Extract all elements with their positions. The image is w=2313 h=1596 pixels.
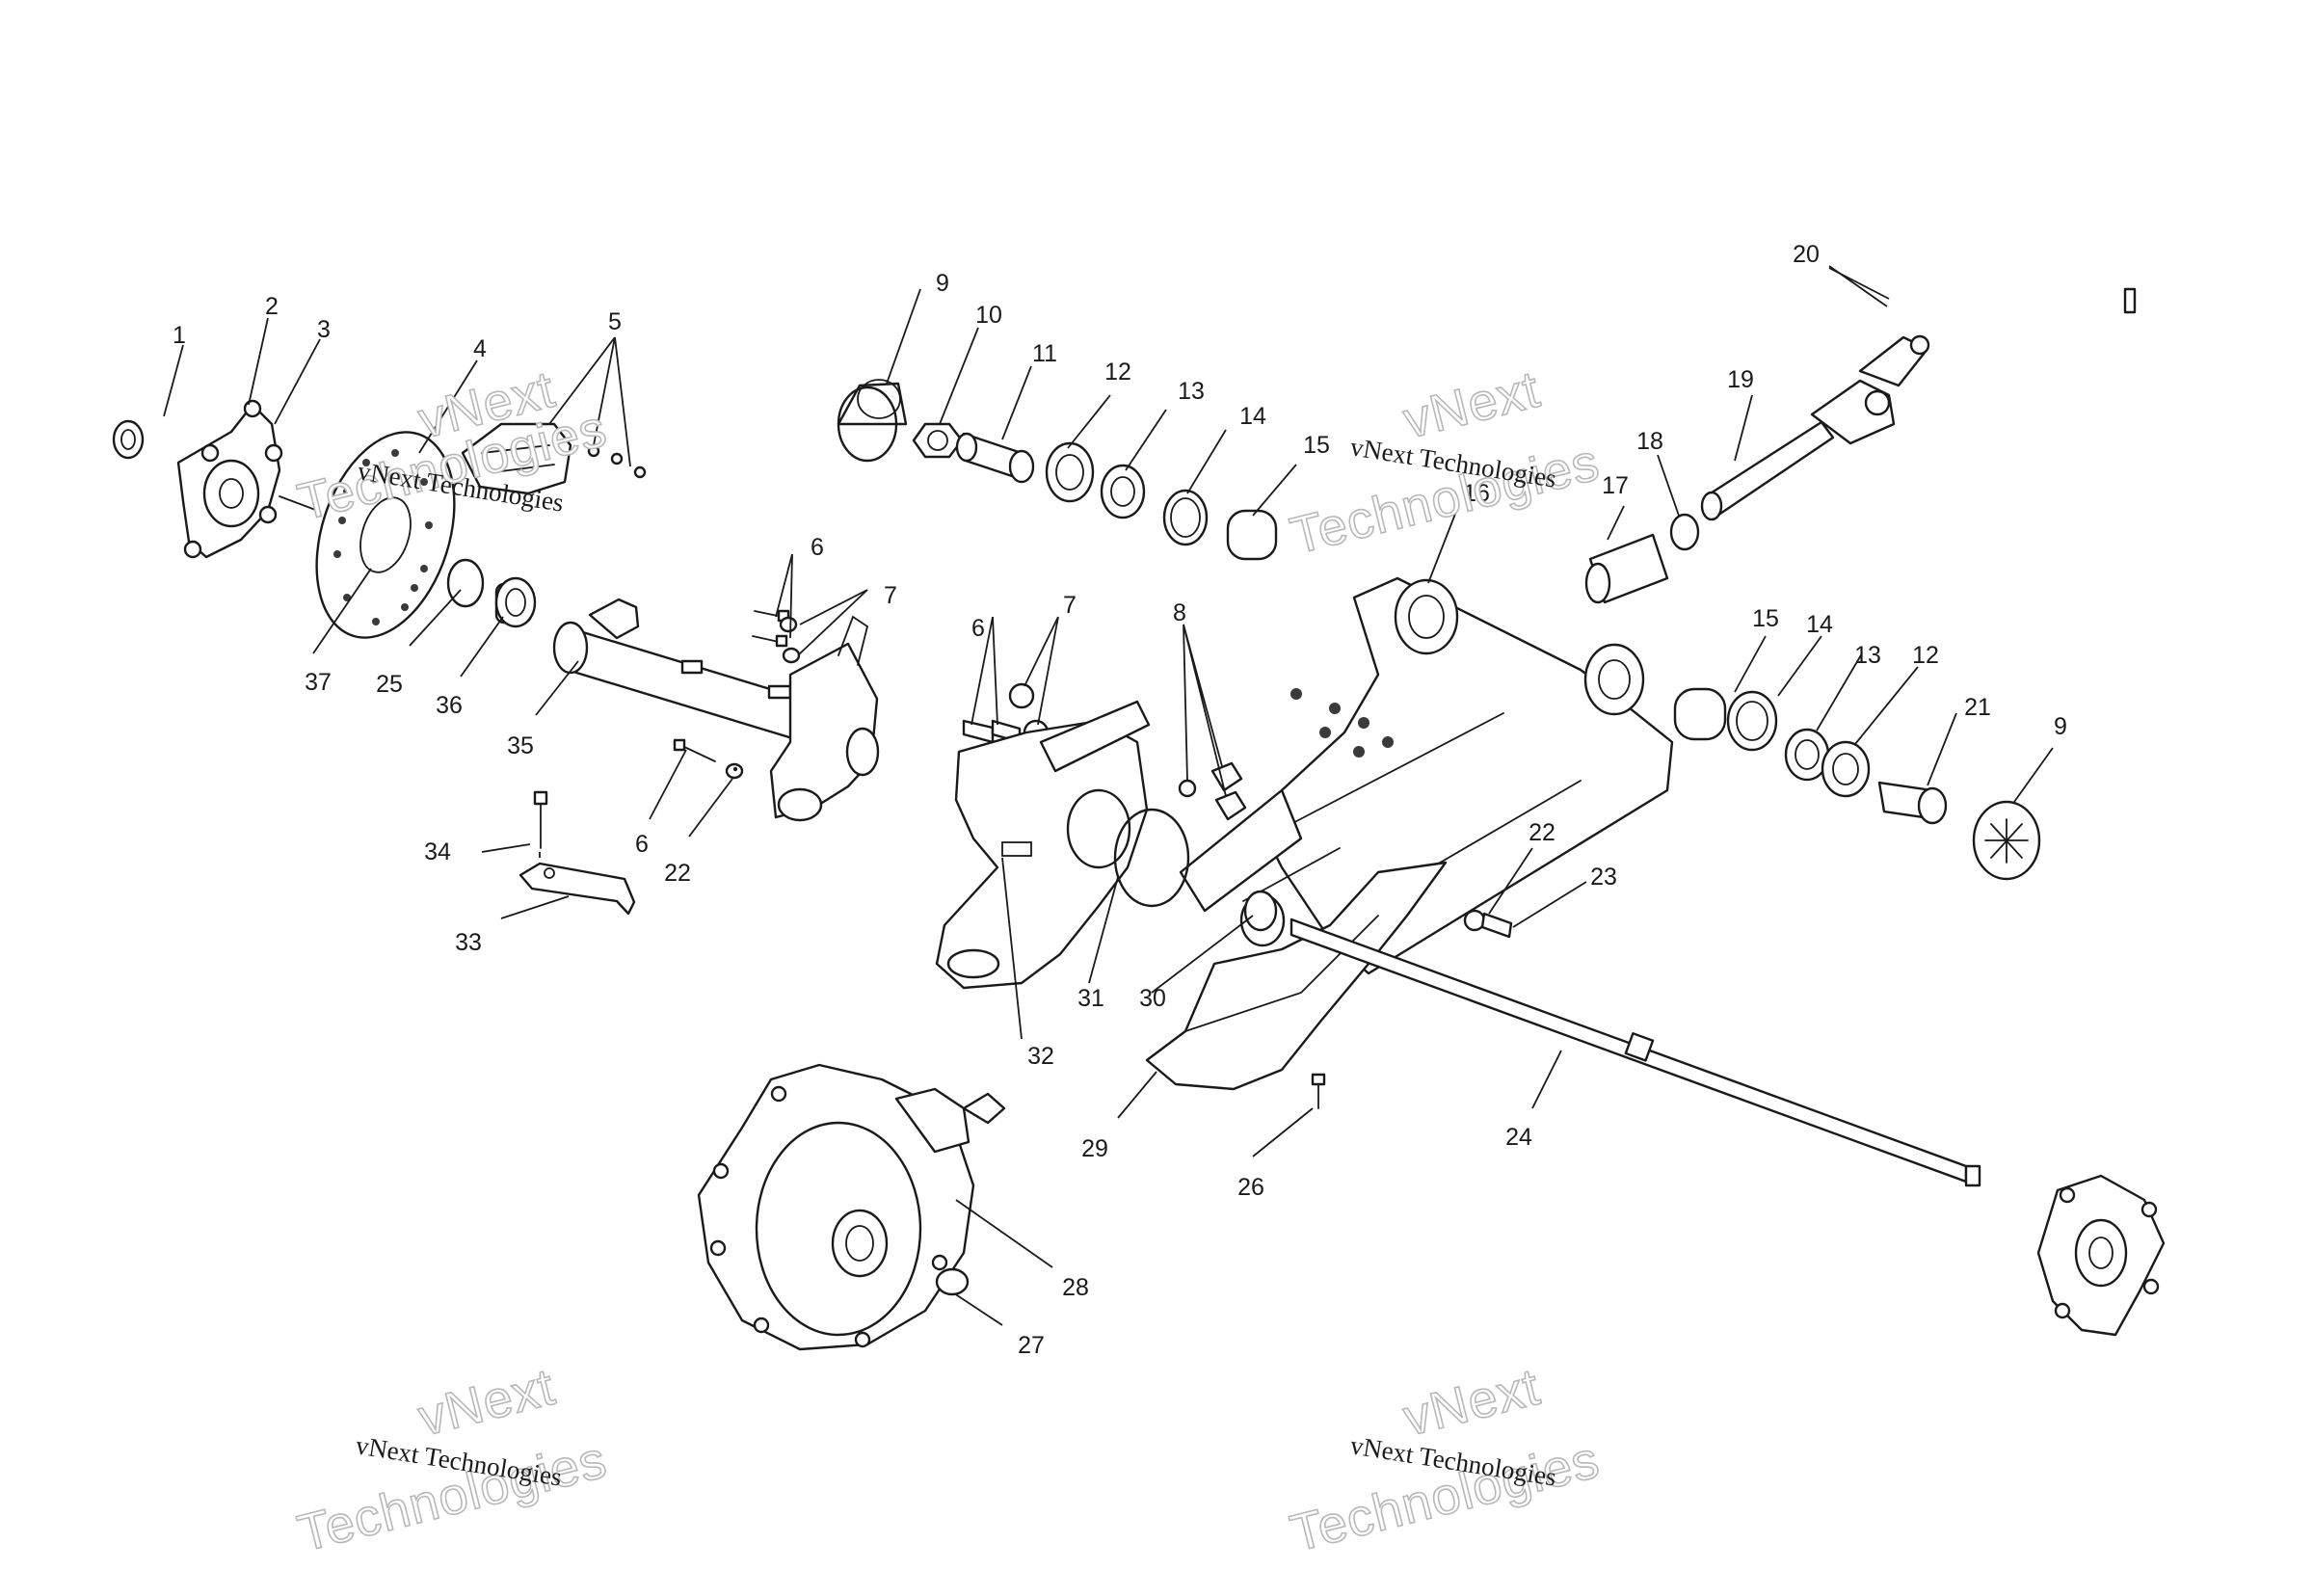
part-27-o-ring — [935, 1267, 970, 1296]
part-2-hub — [176, 399, 319, 559]
callout-33: 33 — [455, 929, 482, 956]
callout-19: 19 — [1727, 366, 1754, 393]
callout-10: 10 — [975, 302, 1002, 329]
callout-26: 26 — [1237, 1174, 1264, 1201]
part-11-spacer — [955, 432, 1035, 484]
part-hub-right — [2036, 1174, 2166, 1337]
callout-27: 27 — [1018, 1332, 1045, 1359]
part-13-bearing-upper — [1100, 464, 1146, 519]
part-16-swing-arm — [1179, 576, 1674, 975]
callout-13-a: 13 — [1178, 378, 1205, 405]
leader-lines — [163, 265, 2054, 1326]
watermark-bottom-left: vNext Technologies vNext Technologies — [292, 1357, 614, 1563]
callout-31: 31 — [1077, 985, 1104, 1012]
part-28-gear-case — [697, 1063, 1006, 1351]
callout-36: 36 — [436, 692, 463, 719]
part-14-ring-upper — [1162, 489, 1209, 546]
part-25-ring — [446, 558, 485, 608]
callout-7-a: 7 — [884, 582, 897, 609]
callout-15-a: 15 — [1303, 432, 1330, 459]
callout-1: 1 — [173, 322, 186, 349]
callout-15-b: 15 — [1752, 605, 1779, 632]
part-12-seal-lower — [1821, 740, 1871, 798]
callout-30: 30 — [1139, 985, 1166, 1012]
part-22-washer-left — [732, 766, 738, 772]
part-5-caliper — [461, 422, 647, 495]
part-30-seal — [1243, 890, 1278, 932]
part-33-bracket — [518, 862, 636, 916]
part-31-gasket — [1113, 808, 1190, 908]
callout-23: 23 — [1590, 864, 1617, 891]
part-24-axle-shaft — [1289, 918, 1981, 1187]
callout-6-a: 6 — [811, 534, 824, 561]
callout-14-b: 14 — [1806, 611, 1833, 638]
part-34-bolt — [533, 790, 548, 849]
part-19-drive-shaft — [1700, 334, 1930, 521]
callout-2: 2 — [265, 293, 279, 320]
callout-37: 37 — [305, 669, 332, 696]
part-23-bolt-right — [1480, 912, 1513, 939]
svg-text:vNext: vNext — [412, 1358, 560, 1448]
callout-labels: 1 2 3 4 5 6 7 6 22 6 7 8 9 10 11 12 13 1… — [173, 241, 2067, 1359]
part-18-o-ring — [1669, 513, 1700, 551]
callout-32: 32 — [1027, 1043, 1054, 1070]
part-17-sleeve — [1584, 533, 1669, 604]
part-32-carrier — [935, 700, 1151, 990]
callout-6-b: 6 — [635, 831, 649, 858]
callout-12-a: 12 — [1104, 359, 1131, 386]
callout-8: 8 — [1173, 599, 1186, 626]
part-15-bushing-upper — [1226, 509, 1278, 561]
callout-5: 5 — [608, 308, 622, 335]
callout-22-b: 22 — [1529, 819, 1555, 846]
callout-4: 4 — [473, 335, 487, 362]
callout-6-c: 6 — [971, 615, 985, 642]
callout-35: 35 — [507, 732, 534, 759]
watermark-bottom-right: vNext Technologies vNext Technologies — [1285, 1357, 1607, 1563]
callout-7-b: 7 — [1063, 592, 1077, 619]
svg-text:vNext: vNext — [1397, 1358, 1545, 1448]
callout-29: 29 — [1081, 1135, 1108, 1162]
callout-3: 3 — [317, 316, 331, 343]
callout-25: 25 — [376, 671, 403, 698]
callout-13-b: 13 — [1854, 642, 1881, 669]
callout-18: 18 — [1636, 428, 1663, 455]
part-4-brake-disc — [315, 431, 456, 639]
part-9-cap-upper — [837, 379, 908, 463]
part-1-washer — [112, 419, 145, 460]
part-12-seal-upper — [1045, 441, 1095, 503]
part-14-ring-lower — [1726, 690, 1778, 752]
callout-22-a: 22 — [664, 860, 691, 887]
callout-11: 11 — [1032, 340, 1057, 367]
part-8-nuts — [1178, 761, 1247, 821]
part-15-bushing-lower — [1673, 687, 1727, 741]
callout-14-a: 14 — [1239, 403, 1266, 430]
callout-16: 16 — [1463, 480, 1490, 507]
part-21-spacer — [1877, 781, 1948, 825]
callout-17: 17 — [1602, 472, 1629, 499]
part-20-key — [2123, 287, 2137, 314]
svg-text:vNext: vNext — [1397, 360, 1545, 450]
part-26-bolt — [1311, 1073, 1326, 1109]
callout-9-a: 9 — [936, 270, 949, 297]
part-36-bearing — [494, 576, 537, 628]
callout-9-b: 9 — [2054, 713, 2067, 740]
watermark-top-right: vNext Technologies vNext Technologies — [1285, 359, 1607, 566]
part-7-washers-left — [725, 616, 801, 780]
part-10-nut — [912, 422, 964, 459]
part-9-cap-lower — [1972, 800, 2041, 881]
callout-34: 34 — [424, 838, 451, 865]
callout-20: 20 — [1793, 241, 1820, 268]
callout-28: 28 — [1062, 1274, 1089, 1301]
callout-24: 24 — [1505, 1124, 1532, 1151]
callout-21: 21 — [1964, 694, 1991, 721]
part-6-bolts-left — [673, 609, 790, 762]
part-35-axle-housing — [552, 598, 880, 822]
callout-12-b: 12 — [1912, 642, 1939, 669]
